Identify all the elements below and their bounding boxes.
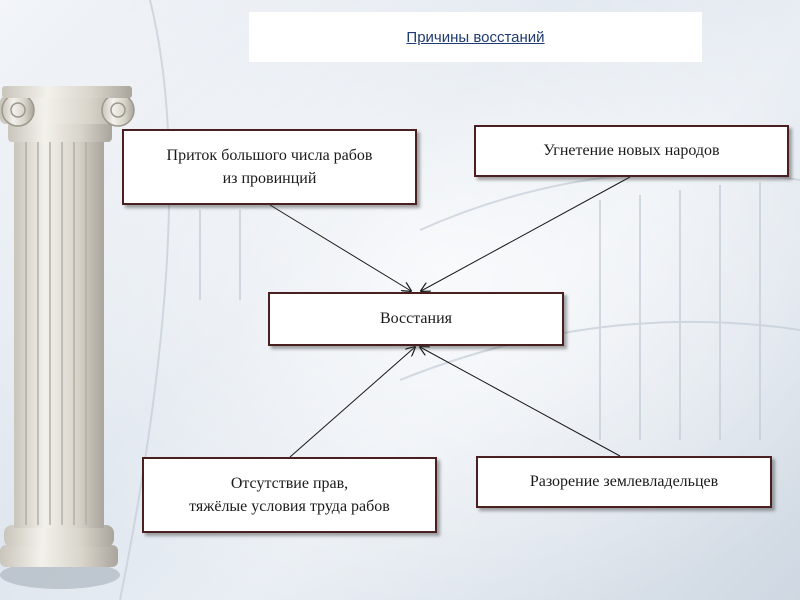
node-oppression: Угнетение новых народов (474, 125, 789, 177)
arrow-rights-to-uprisings (289, 347, 415, 458)
node-uprisings-label: Восстания (379, 310, 453, 328)
node-no-rights: Отсутствие прав, тяжёлые условия труда р… (142, 457, 437, 533)
diagram-title: Причины восстаний (406, 28, 545, 46)
node-slave-influx-line2: из провинций (222, 170, 317, 187)
node-landowner-ruin-label: Разорение землевладельцев (529, 473, 719, 491)
column-illustration (0, 86, 135, 589)
arrow-influx-to-uprisings (269, 204, 411, 291)
node-slave-influx-line1: Приток большого числа рабов (166, 146, 373, 164)
node-oppression-label: Угнетение новых народов (543, 142, 720, 160)
node-uprisings: Восстания (268, 292, 564, 346)
node-no-rights-line2: тяжёлые условия труда рабов (189, 498, 390, 515)
arrow-oppression-to-uprisings (421, 176, 631, 291)
arrow-ruin-to-uprisings (420, 347, 621, 457)
node-landowner-ruin: Разорение землевладельцев (476, 456, 772, 508)
node-slave-influx: Приток большого числа рабов из провинций (122, 129, 417, 205)
node-no-rights-line1: Отсутствие прав, (230, 474, 349, 492)
title-box: Причины восстаний (249, 12, 702, 62)
